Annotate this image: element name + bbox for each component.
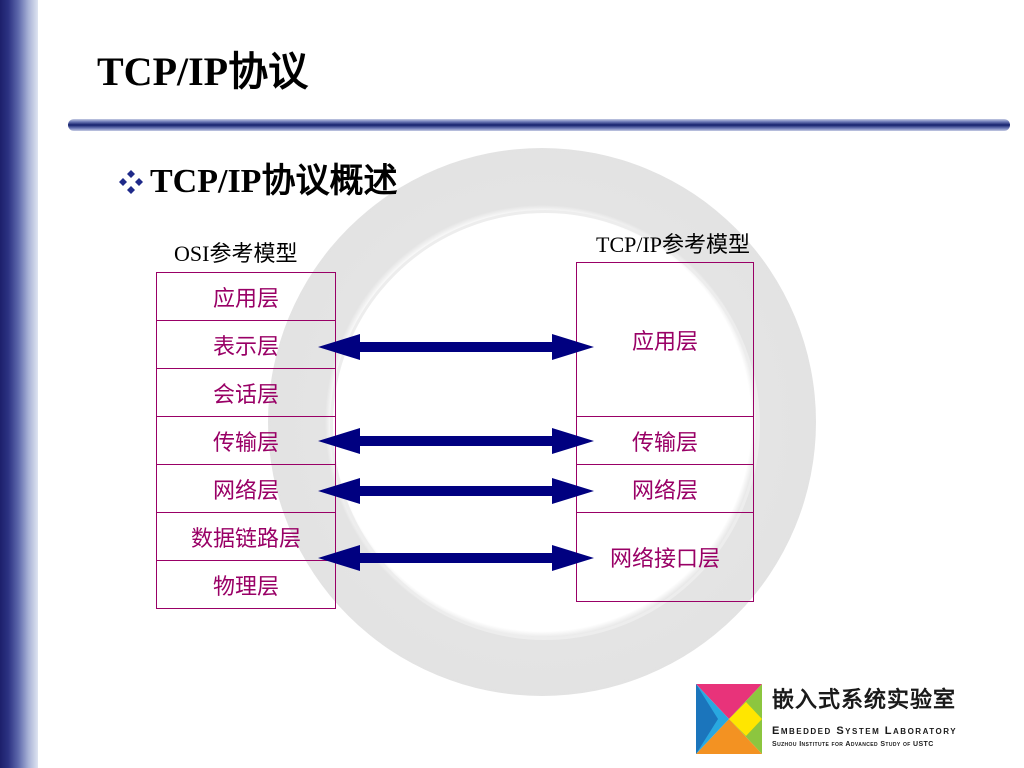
four-diamond-bullet-icon — [119, 170, 143, 194]
lab-logo-icon — [696, 684, 762, 754]
lab-name-english: Embedded System Laboratory — [772, 725, 958, 737]
section-heading: TCP/IP协议概述 — [150, 163, 398, 200]
osi-presentation-layer: 表示层 — [157, 321, 335, 369]
slide-title: TCP/IP协议 — [97, 49, 309, 94]
osi-application-layer: 应用层 — [157, 273, 335, 321]
tcpip-model-label: TCP/IP参考模型 — [596, 232, 751, 257]
title-divider — [68, 119, 1010, 131]
double-arrow-transport — [318, 428, 594, 454]
tcpip-network-layer: 网络层 — [577, 465, 753, 513]
double-arrow-network — [318, 478, 594, 504]
lab-name-chinese: 嵌入式系统实验室 — [772, 688, 957, 713]
double-arrow-network-interface — [318, 545, 594, 571]
osi-transport-layer: 传输层 — [157, 417, 335, 465]
osi-layer-stack: 应用层 表示层 会话层 传输层 网络层 数据链路层 物理层 — [156, 272, 336, 609]
osi-network-layer: 网络层 — [157, 465, 335, 513]
lab-affiliation: Suzhou Institute for Advanced Study of U… — [772, 741, 934, 748]
tcpip-transport-layer: 传输层 — [577, 417, 753, 465]
watermark-inner-ring — [330, 210, 760, 640]
osi-data-link-layer: 数据链路层 — [157, 513, 335, 561]
bullet-row: TCP/IP协议概述 — [118, 162, 397, 202]
tcpip-layer-stack: 应用层 传输层 网络层 网络接口层 — [576, 262, 754, 602]
tcpip-network-interface-layer: 网络接口层 — [609, 546, 720, 571]
osi-model-label: OSI参考模型 — [174, 241, 298, 266]
tcpip-application-layer: 应用层 — [577, 263, 753, 417]
osi-physical-layer: 物理层 — [212, 573, 279, 599]
left-decorative-bar — [0, 0, 38, 768]
double-arrow-application — [318, 334, 594, 360]
osi-session-layer: 会话层 — [157, 369, 335, 417]
